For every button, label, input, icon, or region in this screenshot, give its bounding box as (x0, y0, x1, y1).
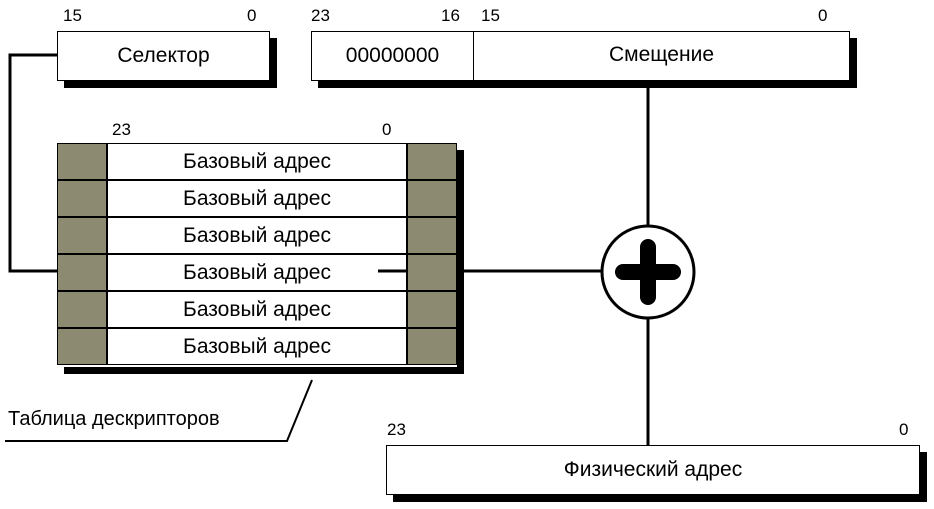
descriptor-attr-left (57, 143, 107, 180)
descriptor-attr-left (57, 328, 107, 365)
caption-leader-line (5, 379, 313, 442)
descriptor-table: Базовый адрес Базовый адрес Базовый адре… (57, 143, 457, 367)
address-bit-15: 15 (481, 6, 500, 25)
address-bit-23: 23 (311, 6, 330, 25)
table-row: Базовый адрес (57, 143, 457, 180)
logical-address-box: 00000000 Смещение (311, 31, 850, 81)
descriptor-attr-right (407, 143, 457, 180)
descriptor-attr-left (57, 180, 107, 217)
selector-bit-low: 0 (247, 6, 257, 25)
table-row: Базовый адрес (57, 217, 457, 254)
descriptor-attr-right (407, 217, 457, 254)
base-address-cell: Базовый адрес (107, 180, 407, 217)
base-address-cell: Базовый адрес (107, 143, 407, 180)
descriptor-attr-right (407, 254, 457, 291)
physical-address-box: Физический адрес (386, 445, 920, 495)
selector-label: Селектор (117, 44, 210, 67)
descriptor-attr-right (407, 291, 457, 328)
descriptor-attr-left (57, 291, 107, 328)
descriptor-attr-left (57, 254, 107, 291)
table-row: Базовый адрес (57, 180, 457, 217)
plus-icon (615, 239, 681, 305)
physical-address-label: Физический адрес (563, 458, 743, 481)
table-row: Базовый адрес (57, 328, 457, 365)
offset-cell: Смещение (474, 32, 849, 80)
base-address-cell: Базовый адрес (107, 328, 407, 365)
table-bit-low: 0 (382, 120, 392, 139)
table-row: Базовый адрес (57, 254, 457, 291)
table-row: Базовый адрес (57, 291, 457, 328)
descriptor-attr-right (407, 328, 457, 365)
address-bit-16: 16 (441, 6, 460, 25)
base-address-cell: Базовый адрес (107, 291, 407, 328)
physical-bit-high: 23 (387, 420, 406, 439)
offset-label: Смещение (608, 43, 714, 66)
address-high-part-value: 00000000 (345, 44, 440, 67)
descriptor-attr-right (407, 180, 457, 217)
selector-box: Селектор (57, 31, 270, 81)
address-high-part: 00000000 (312, 32, 474, 80)
address-bit-0: 0 (818, 6, 828, 25)
selector-link-line (8, 53, 57, 273)
base-address-cell: Базовый адрес (107, 254, 407, 291)
base-address-cell: Базовый адрес (107, 217, 407, 254)
physical-bit-low: 0 (899, 420, 909, 439)
table-caption: Таблица дескрипторов (8, 408, 220, 430)
descriptor-attr-left (57, 217, 107, 254)
selector-bit-high: 15 (63, 6, 82, 25)
table-bit-high: 23 (112, 120, 131, 139)
